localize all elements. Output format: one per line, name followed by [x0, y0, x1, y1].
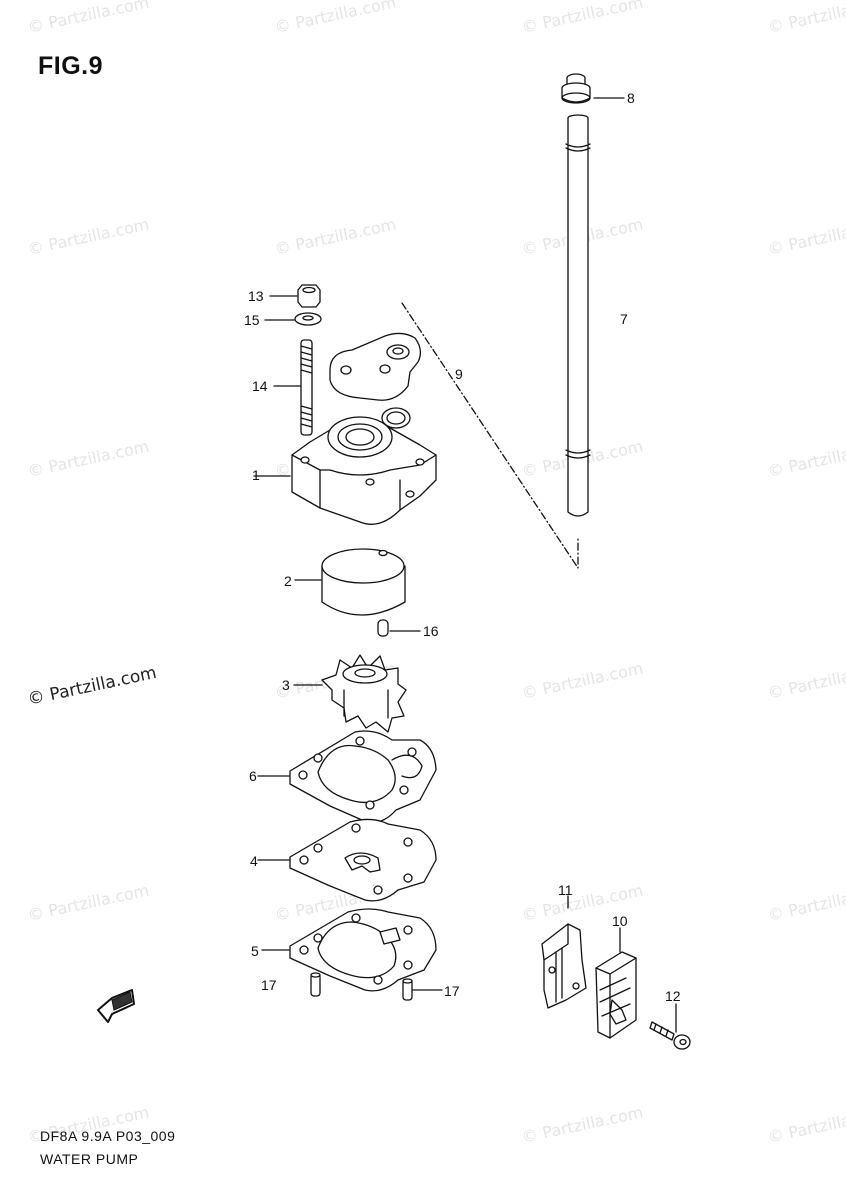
- callout-8: 8: [627, 90, 635, 106]
- callout-12: 12: [665, 988, 681, 1004]
- figure-name: WATER PUMP: [40, 1151, 139, 1167]
- callout-16: 16: [423, 623, 439, 639]
- water-tube-part-7: [565, 114, 591, 517]
- holder-block-part-10: [595, 927, 637, 1039]
- o-ring-inner: [386, 411, 406, 425]
- callout-3: 3: [282, 677, 290, 693]
- callout-17-right: 17: [444, 983, 460, 999]
- wear-plate-part-4: [257, 818, 437, 902]
- callout-6: 6: [249, 768, 257, 784]
- pump-case-bracket: [329, 332, 422, 401]
- dowel-pin-part-17-left: [310, 972, 321, 997]
- set-bracket-line-part-9: [401, 302, 579, 569]
- impeller-part-3: [293, 654, 407, 733]
- callout-1: 1: [252, 467, 260, 483]
- grommet-part-8: [561, 73, 625, 104]
- washer-part-15: [264, 312, 322, 326]
- key-part-16: [377, 619, 421, 637]
- callout-9: 9: [455, 366, 463, 382]
- dowel-pin-part-17-right: [402, 978, 443, 1001]
- callout-15: 15: [244, 312, 260, 328]
- gasket-lower-part-5: [261, 908, 437, 992]
- callout-11: 11: [558, 882, 573, 898]
- callout-13: 13: [248, 288, 264, 304]
- callout-5: 5: [251, 943, 259, 959]
- figure-code: DF8A 9.9A P03_009: [40, 1128, 176, 1144]
- water-pump-case-part-1: [253, 416, 437, 525]
- holder-part-11: [541, 895, 587, 1009]
- stud-bolt-part-14: [273, 339, 313, 436]
- callout-17-left: 17: [261, 977, 277, 993]
- gasket-part-6: [257, 730, 437, 824]
- callout-14: 14: [252, 378, 268, 394]
- callout-4: 4: [250, 853, 258, 869]
- callout-7: 7: [620, 311, 628, 327]
- figure-title: FIG.9: [38, 52, 104, 80]
- callout-2: 2: [284, 573, 292, 589]
- callout-10: 10: [612, 913, 628, 929]
- fwd-arrow-icon: [97, 989, 135, 1023]
- screw-part-12: [649, 1003, 691, 1050]
- pump-liner-part-2: [294, 548, 406, 616]
- nut-part-13: [269, 284, 321, 308]
